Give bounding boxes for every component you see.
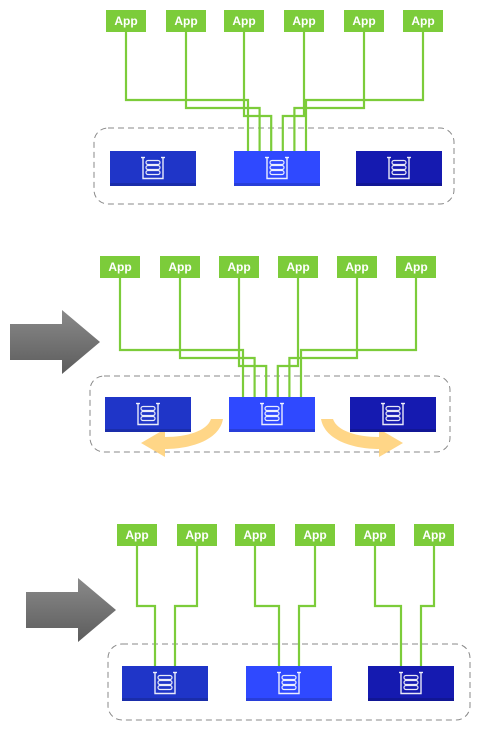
stage-2-redistribution-database-1	[105, 397, 191, 432]
stage-3-sharded-app-box: App	[235, 524, 275, 546]
stage-1-single-database-connection-line	[293, 32, 366, 153]
database-icon	[153, 671, 177, 695]
stage-3-sharded-connection-line	[297, 546, 317, 668]
app-label: App	[168, 260, 191, 274]
app-label: App	[232, 14, 255, 28]
stage-3-sharded-database-3	[368, 666, 454, 701]
stage-2-redistribution-connection-line	[288, 278, 359, 399]
stage-1-single-database-app-box: App	[166, 10, 206, 32]
stage-3-sharded-database-2	[246, 666, 332, 701]
stage-1-single-database-connection-line	[304, 32, 425, 153]
stage-3-sharded-app-box: App	[414, 524, 454, 546]
stage-2-redistribution-app-box: App	[100, 256, 140, 278]
stage-3-sharded-app-box: App	[117, 524, 157, 546]
app-label: App	[108, 260, 131, 274]
stage-3-sharded-connection-line	[173, 546, 199, 668]
app-label: App	[125, 528, 148, 542]
stage-3-sharded-connection-line	[373, 546, 403, 668]
stage-1-single-database-database-1	[110, 151, 196, 186]
stage-1-single-database-app-box: App	[106, 10, 146, 32]
stage-2-redistribution-connection-line	[299, 278, 418, 399]
app-label: App	[174, 14, 197, 28]
stage-3-sharded-database-1	[122, 666, 208, 701]
stage-2-redistribution-app-box: App	[337, 256, 377, 278]
app-label: App	[363, 528, 386, 542]
database-icon	[265, 156, 289, 180]
stage-1-single-database-app-box: App	[344, 10, 384, 32]
database-icon	[141, 156, 165, 180]
stage-3-sharded-app-box: App	[177, 524, 217, 546]
app-label: App	[185, 528, 208, 542]
curved-swap-arrow-icon	[141, 419, 223, 457]
app-label: App	[303, 528, 326, 542]
stage-2-redistribution-connection-line	[276, 278, 300, 399]
curved-swap-arrow-icon	[321, 419, 403, 457]
stage-1-single-database-database-2	[234, 151, 320, 186]
stage-2-redistribution-connection-line	[118, 278, 245, 399]
app-label: App	[422, 528, 445, 542]
app-label: App	[243, 528, 266, 542]
stage-3-sharded-app-box: App	[355, 524, 395, 546]
stage-1-single-database-connection-line	[184, 32, 261, 153]
database-icon	[260, 402, 284, 426]
app-label: App	[352, 14, 375, 28]
stage-2-redistribution-app-box: App	[396, 256, 436, 278]
app-label: App	[114, 14, 137, 28]
stage-3-sharded-connection-line	[135, 546, 157, 668]
app-label: App	[292, 14, 315, 28]
stage-2-redistribution-database-3	[350, 397, 436, 432]
database-icon	[381, 402, 405, 426]
right-arrow-icon	[26, 578, 116, 642]
database-icon	[136, 402, 160, 426]
stage-2-redistribution-app-box: App	[219, 256, 259, 278]
app-label: App	[404, 260, 427, 274]
stage-2-redistribution-database-2	[229, 397, 315, 432]
stage-3-sharded-connection-line	[253, 546, 281, 668]
database-icon	[277, 671, 301, 695]
right-arrow-icon	[10, 310, 100, 374]
stage-2-redistribution-cluster-container	[89, 375, 451, 453]
stage-1-single-database-connection-line	[242, 32, 273, 153]
stage-2-redistribution-app-box: App	[160, 256, 200, 278]
stage-2-redistribution-app-box: App	[278, 256, 318, 278]
stage-3-sharded-connection-line	[419, 546, 436, 668]
app-label: App	[286, 260, 309, 274]
database-icon	[399, 671, 423, 695]
app-label: App	[227, 260, 250, 274]
stage-3-sharded-app-box: App	[295, 524, 335, 546]
stage-1-single-database-cluster-container	[93, 127, 455, 205]
stage-1-single-database-database-3	[356, 151, 442, 186]
stage-1-single-database-app-box: App	[224, 10, 264, 32]
stage-2-redistribution-connection-line	[237, 278, 268, 399]
stage-1-single-database-app-box: App	[403, 10, 443, 32]
app-label: App	[345, 260, 368, 274]
stage-3-sharded-cluster-container	[107, 643, 471, 721]
database-icon	[387, 156, 411, 180]
app-label: App	[411, 14, 434, 28]
stage-1-single-database-app-box: App	[284, 10, 324, 32]
stage-2-redistribution-connection-line	[178, 278, 256, 399]
